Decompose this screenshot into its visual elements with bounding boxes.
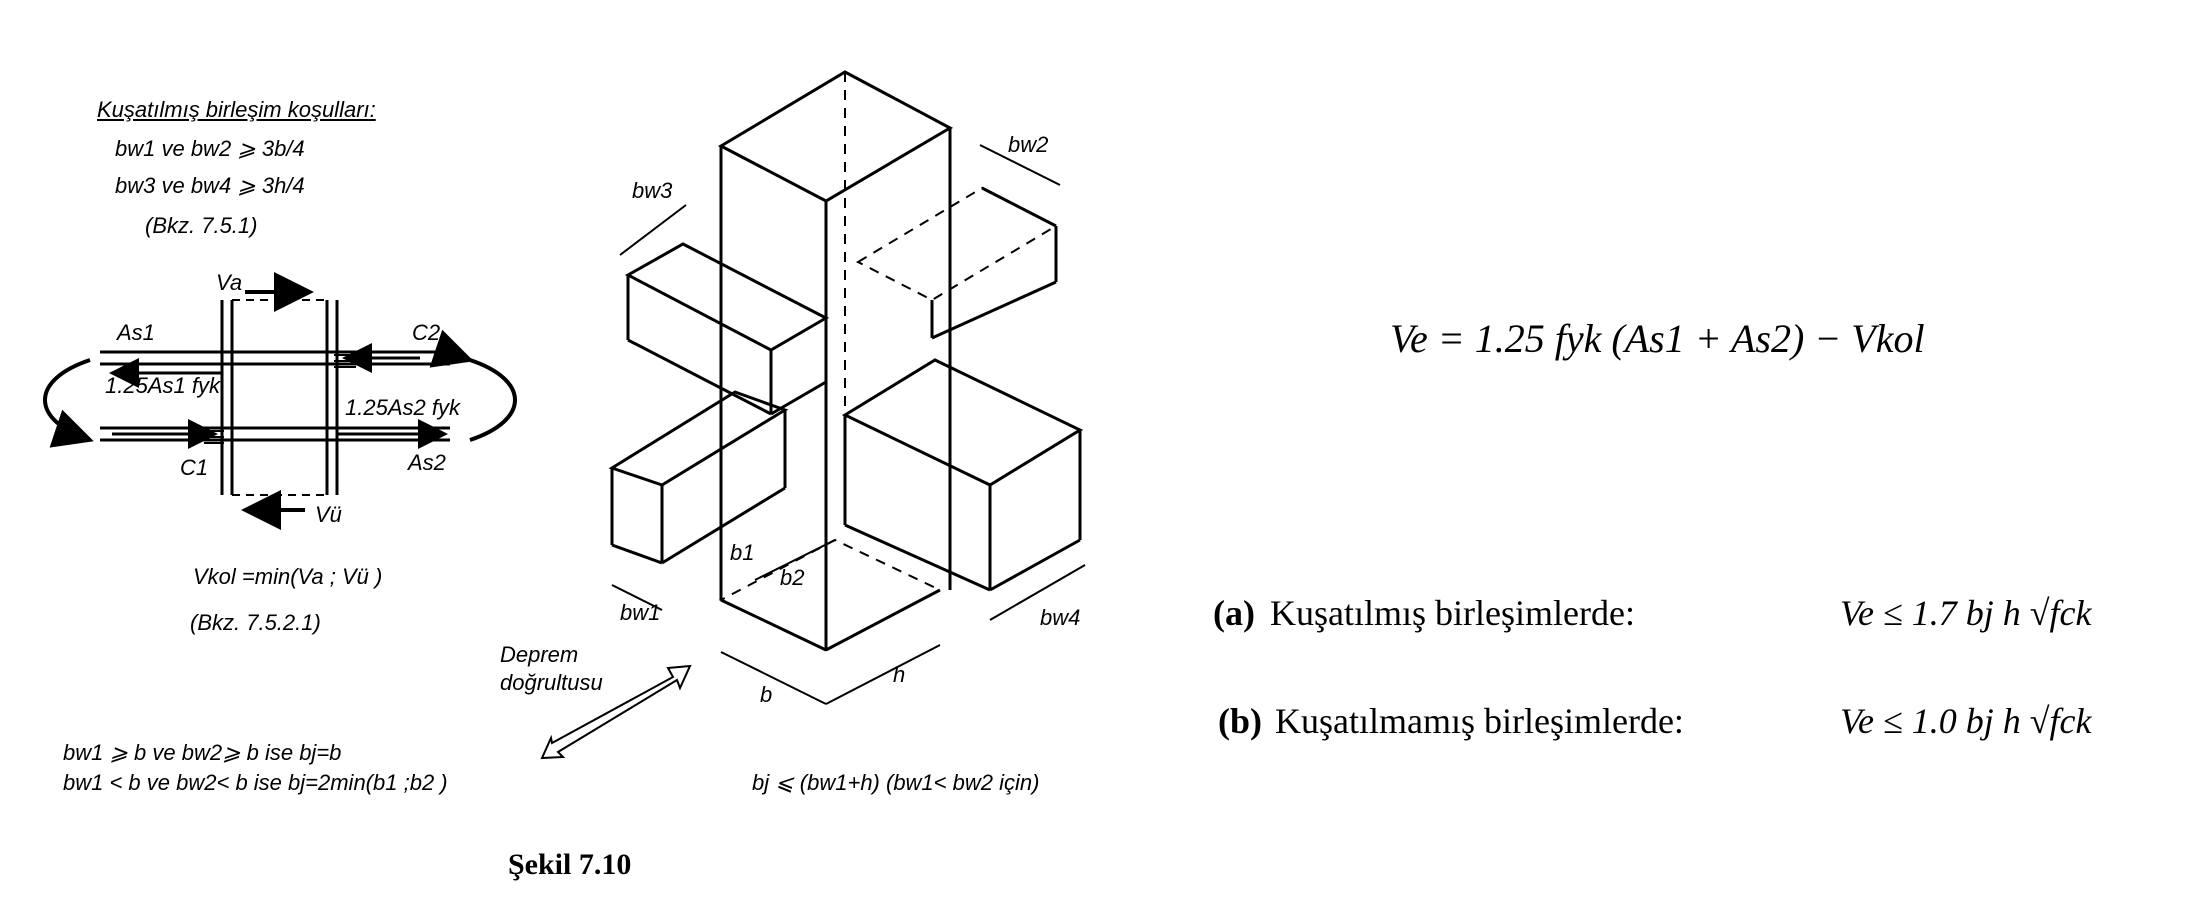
condition-2: bw3 ve bw4 ⩾ 3h/4 (115, 173, 305, 198)
label-bw2: bw2 (1008, 132, 1048, 157)
label-va: Va (216, 270, 242, 295)
label-h: h (893, 662, 905, 687)
figure-caption: Şekil 7.10 (508, 848, 632, 881)
condition-1: bw1 ve bw2 ⩾ 3b/4 (115, 136, 305, 161)
label-as2: As2 (406, 450, 446, 475)
label-vu: Vü (315, 502, 342, 527)
label-f2: 1.25As2 fyk (345, 395, 461, 420)
label-b: b (760, 682, 772, 707)
equation-a-text: Kuşatılmış birleşimlerde: (1270, 593, 1635, 633)
bottom-condition-2: bw1 < b ve bw2< b ise bj=2min(b1 ;b2 ) (63, 770, 448, 795)
main-equation: Ve = 1.25 fyk (As1 + As2) − Vkol (1390, 316, 1925, 361)
label-b2: b2 (780, 565, 804, 590)
label-b1: b1 (730, 540, 754, 565)
equation-a: Ve ≤ 1.7 bj h √fck (1840, 593, 2092, 633)
label-c1: C1 (180, 455, 208, 480)
equation-b-label: (b) (1218, 701, 1262, 741)
label-c2: C2 (412, 320, 440, 345)
equation-b-text: Kuşatılmamış birleşimlerde: (1275, 701, 1684, 741)
label-as1: As1 (115, 320, 155, 345)
label-bw4: bw4 (1040, 605, 1080, 630)
reference-2: (Bkz. 7.5.2.1) (190, 610, 321, 635)
equation-b: Ve ≤ 1.0 bj h √fck (1840, 701, 2092, 741)
reference-1: (Bkz. 7.5.1) (145, 213, 258, 238)
label-bw1: bw1 (620, 600, 660, 625)
label-f1: 1.25As1 fyk (105, 373, 221, 398)
label-deprem: Deprem (500, 642, 578, 667)
label-bw3: bw3 (632, 178, 673, 203)
equation-a-label: (a) (1213, 593, 1255, 633)
bottom-condition-1: bw1 ⩾ b ve bw2⩾ b ise bj=b (63, 740, 342, 765)
notes-title: Kuşatılmış birleşim koşulları: (97, 97, 376, 122)
vkol-formula: Vkol =min(Va ; Vü ) (193, 564, 383, 589)
bottom-right-condition: bj ⩽ (bw1+h) (bw1< bw2 için) (752, 770, 1040, 795)
label-dogrultusu: doğrultusu (500, 670, 603, 695)
